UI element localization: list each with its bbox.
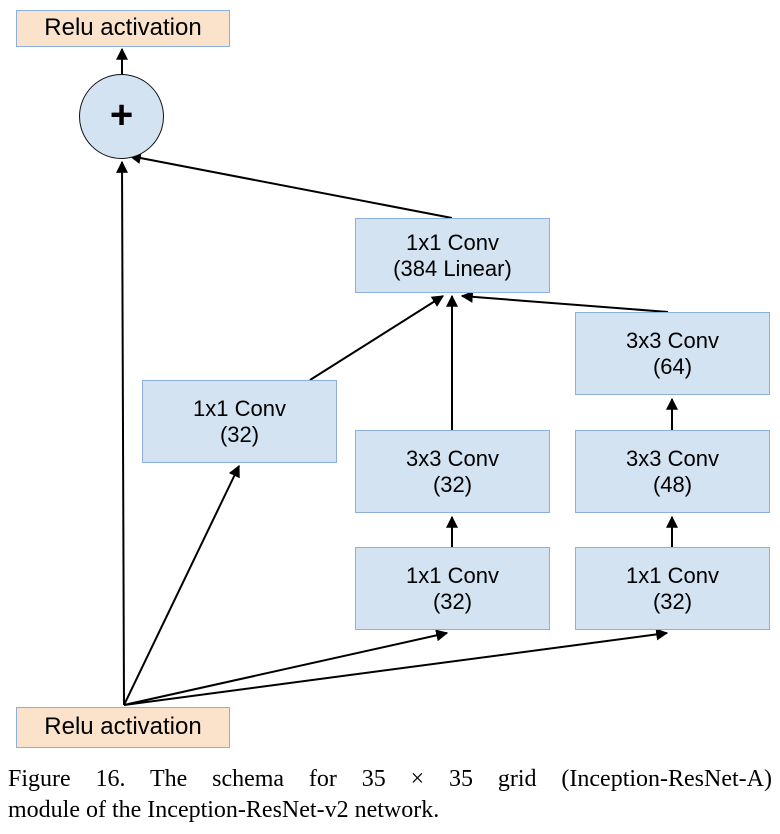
edge-relu-bottom-to-conv1x1-32-left [123,464,240,706]
conv-1x1-32-right-line2: (32) [652,588,693,614]
conv-1x1-384-line2: (384 Linear) [393,255,512,281]
node-relu-activation-bottom: Relu activation [16,707,230,748]
caption-line-2: module of the Inception-ResNet-v2 networ… [8,797,440,824]
conv-3x3-64-line2: (64) [652,353,693,379]
relu-top-label: Relu activation [44,14,202,42]
node-conv-1x1-32-right: 1x1 Conv (32) [575,547,770,630]
conv-1x1-384-line1: 1x1 Conv [406,229,499,255]
conv-3x3-32-line1: 3x3 Conv [406,445,499,471]
node-conv-1x1-32-middle: 1x1 Conv (32) [355,547,550,630]
plus-icon: + [109,92,134,137]
conv-3x3-32-line2: (32) [432,471,473,497]
edge-conv1x1-32-left-to-conv384 [309,295,445,381]
node-conv-3x3-64: 3x3 Conv (64) [575,312,770,395]
edge-conv3x3-64-to-conv384 [460,290,669,313]
node-conv-1x1-32-left: 1x1 Conv (32) [142,380,337,463]
conv-3x3-48-line1: 3x3 Conv [626,445,719,471]
conv-1x1-32-middle-line2: (32) [432,588,473,614]
conv-1x1-32-right-line1: 1x1 Conv [626,562,719,588]
figure-caption: Figure 16. The schema for 35 × 35 grid (… [8,764,772,826]
conv-1x1-32-middle-line1: 1x1 Conv [406,562,499,588]
edge-relu-bottom-to-add [116,160,129,706]
conv-3x3-48-line2: (48) [652,471,693,497]
node-conv-3x3-48: 3x3 Conv (48) [575,430,770,513]
conv-1x1-32-left-line1: 1x1 Conv [193,395,286,421]
node-relu-activation-top: Relu activation [16,10,230,47]
node-conv-1x1-384-linear: 1x1 Conv (384 Linear) [355,218,550,293]
inception-resnet-a-diagram: Relu activation + 1x1 Conv (384 Linear) … [16,10,770,748]
caption-line-1: Figure 16. The schema for 35 × 35 grid (… [8,766,772,792]
relu-bottom-label: Relu activation [44,713,202,741]
node-residual-add: + [79,74,164,159]
edge-relu-bottom-to-conv1x1-32-mid [123,629,449,706]
conv-1x1-32-left-line2: (32) [219,421,260,447]
edge-relu-bottom-to-conv1x1-32-right [123,628,669,706]
edge-conv384-to-add [128,152,453,219]
node-conv-3x3-32: 3x3 Conv (32) [355,430,550,513]
conv-3x3-64-line1: 3x3 Conv [626,327,719,353]
